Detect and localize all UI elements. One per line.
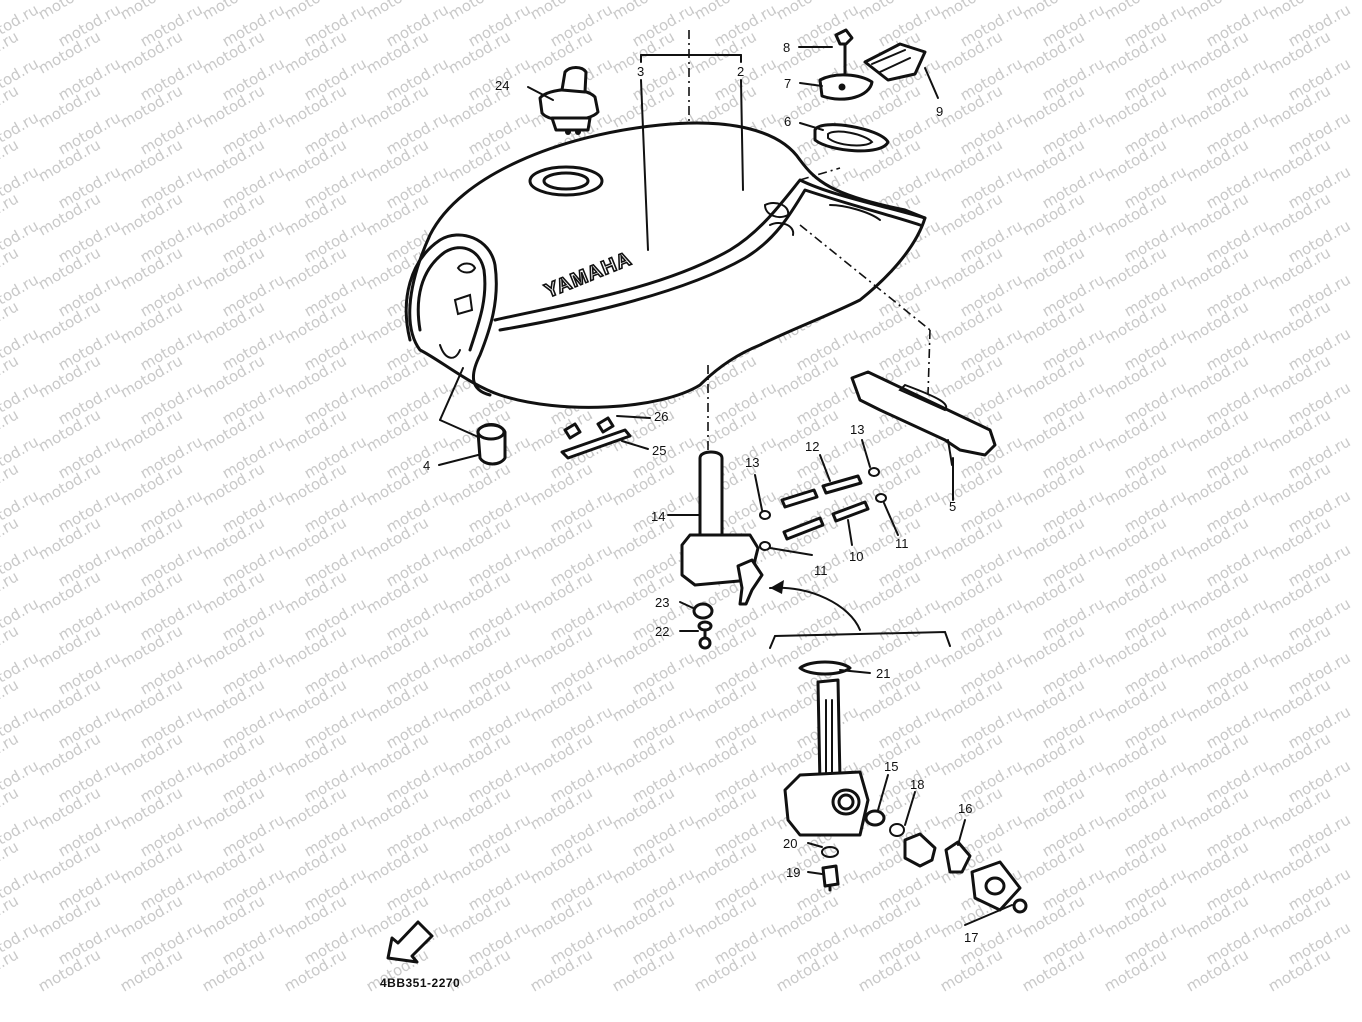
lever-part-16 (903, 832, 972, 874)
callout-6: 6 (784, 114, 791, 129)
washer-plate-part-7 (818, 73, 874, 101)
callout-25: 25 (652, 443, 666, 458)
cushion-part-4 (476, 423, 507, 466)
callout-7: 7 (784, 76, 791, 91)
callout-11-right: 11 (895, 536, 909, 551)
callout-10: 10 (849, 549, 863, 564)
damper-part-5 (850, 370, 997, 466)
callout-26: 26 (654, 409, 668, 424)
plate-part-17 (970, 860, 1028, 914)
leader-lines (439, 30, 931, 455)
callout-14: 14 (651, 509, 665, 524)
hoses-part-10-12 (780, 474, 870, 541)
callout-21: 21 (876, 666, 890, 681)
washer-part-15 (864, 809, 886, 827)
callout-18: 18 (910, 777, 924, 792)
callout-13-right: 13 (850, 422, 864, 437)
callout-11-lower: 11 (814, 563, 828, 578)
screw-part-22 (697, 620, 713, 650)
detail-bracket (769, 580, 951, 649)
clip-part-9 (863, 42, 927, 82)
callout-19: 19 (786, 865, 800, 880)
oring-part-18 (889, 823, 905, 837)
callout-15: 15 (884, 759, 898, 774)
callout-12: 12 (805, 439, 819, 454)
callout-9: 9 (936, 104, 943, 119)
bolt-part-8 (834, 28, 854, 80)
callout-13-left: 13 (745, 455, 759, 470)
callout-24: 24 (495, 78, 509, 93)
callout-8: 8 (783, 40, 790, 55)
callout-22: 22 (655, 624, 669, 639)
nut-part-23 (692, 602, 714, 620)
screw-part-19-20 (821, 846, 840, 892)
clips-part-11-13 (759, 467, 887, 551)
callout-20: 20 (783, 836, 797, 851)
callout-4: 4 (423, 458, 430, 473)
callout-5: 5 (949, 499, 956, 514)
fuel-cap-part-24 (538, 66, 600, 135)
clips-part-26 (563, 416, 615, 440)
fuel-cock-detail (783, 660, 870, 837)
callout-2: 2 (737, 64, 744, 79)
watermark-text: motod.ru (0, 945, 22, 995)
grommet-part-6 (813, 123, 890, 153)
drawing-code: 4BB351-2270 (380, 976, 460, 990)
callout-labels: 2 3 4 5 6 7 8 9 10 11 11 12 13 13 14 15 … (423, 40, 978, 945)
callout-leaders (438, 46, 1013, 926)
callout-17: 17 (964, 930, 978, 945)
fuel-cock-part-14 (680, 450, 764, 606)
gasket-part-21 (798, 660, 852, 676)
callout-16: 16 (958, 801, 972, 816)
callout-3: 3 (637, 64, 644, 79)
strip-part-25 (560, 428, 632, 460)
fuel-tank: YAMAHA (404, 121, 927, 409)
callout-23: 23 (655, 595, 669, 610)
forward-arrow-icon: FWD (386, 920, 434, 964)
